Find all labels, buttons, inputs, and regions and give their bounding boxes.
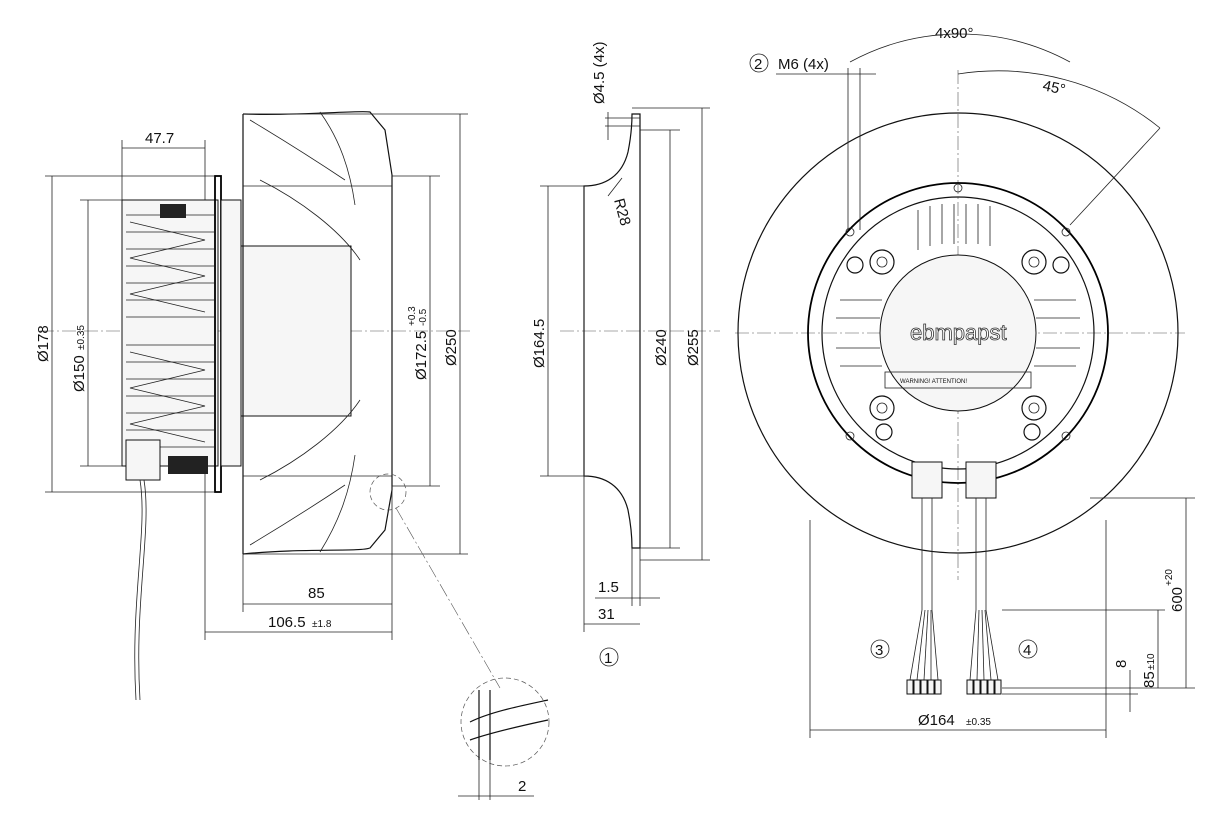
detail-view: 2 <box>458 677 550 800</box>
front-view: ebmpapst WARNING! ATTENTION! <box>735 25 1195 738</box>
callout-3: 3 <box>875 642 883 659</box>
dim-dia-150: Ø150 <box>71 355 88 392</box>
detail-marker <box>369 473 407 511</box>
dim-length-1065: 106.5 <box>268 614 306 631</box>
connector-block <box>168 456 208 474</box>
housing-fins <box>836 204 1080 367</box>
cable-right <box>969 498 999 681</box>
dim-dia-1725-tol-lower: -0.5 <box>418 308 429 326</box>
dim-dia-164: Ø164 <box>918 712 955 729</box>
dim-hole-dia: Ø4.5 (4x) <box>591 41 608 104</box>
dim-strip-85-tol: ±10 <box>1146 653 1157 670</box>
side-cable <box>134 479 143 701</box>
cable-gland <box>125 439 161 481</box>
dim-strip-8: 8 <box>1113 660 1130 668</box>
dim-length-1065-tol: ±1.8 <box>312 619 332 630</box>
dim-thickness: 1.5 <box>598 579 619 596</box>
dim-cable-length: 600 <box>1169 587 1186 612</box>
brand-logo: ebmpapst <box>910 320 1007 345</box>
warning-label: WARNING! ATTENTION! <box>900 379 967 385</box>
dim-length-85: 85 <box>308 585 325 602</box>
dim-dia-1725-tol-upper: +0.3 <box>407 306 418 326</box>
dim-dia-164-tol: ±0.35 <box>966 717 991 728</box>
dim-housing-depth: 47.7 <box>145 130 174 147</box>
dim-dia-240: Ø240 <box>653 329 670 366</box>
dim-detail-gap: 2 <box>518 778 526 795</box>
dim-angle-4x90: 4x90° <box>935 25 974 42</box>
impeller-outer-circle <box>737 112 1179 554</box>
rotor-ring <box>220 199 242 467</box>
impeller-hub <box>240 245 352 417</box>
warning-label-box <box>884 371 1032 389</box>
detail-edge <box>469 699 549 723</box>
callout-circle-4 <box>1018 639 1038 659</box>
dim-dia-178: Ø178 <box>35 325 52 362</box>
dim-angle-45: 45° <box>1041 77 1067 98</box>
dim-radius: R28 <box>610 197 634 228</box>
callout-circle-2 <box>749 53 769 73</box>
motor-housing-circle <box>821 196 1095 470</box>
dim-thread: M6 (4x) <box>778 56 829 73</box>
mounting-bosses <box>845 183 1071 441</box>
motor-flange-circle <box>807 182 1109 484</box>
inlet-ring-view: Ø4.5 (4x) R28 Ø164.5 Ø240 Ø255 1.5 31 1 <box>531 41 720 667</box>
cooling-fins <box>126 214 214 448</box>
cable-gland-left <box>911 461 943 499</box>
callout-4: 4 <box>1023 642 1031 659</box>
cable-ferrules <box>906 679 1002 695</box>
detail-circle <box>460 677 550 767</box>
callout-circle-1 <box>599 647 619 667</box>
callout-2: 2 <box>754 56 762 73</box>
dim-dia-250: Ø250 <box>443 329 460 366</box>
dim-depth: 31 <box>598 606 615 623</box>
dim-strip-85: 85 <box>1141 671 1158 688</box>
cable-gland-right <box>965 461 997 499</box>
dim-cable-length-tol: +20 <box>1164 569 1175 586</box>
dim-arc-4x90 <box>849 33 1071 63</box>
callout-circle-3 <box>870 639 890 659</box>
dim-dia-1725: Ø172.5 <box>413 331 430 380</box>
dim-dia-1645: Ø164.5 <box>531 319 548 368</box>
side-view: 47.7 Ø178 Ø150 ±0.35 Ø172.5 +0.3 -0.5 Ø2… <box>35 110 501 701</box>
housing-label <box>160 204 186 218</box>
detail-leader <box>395 507 501 689</box>
dim-dia-255: Ø255 <box>685 329 702 366</box>
dim-arc-45 <box>957 70 1161 129</box>
callout-1: 1 <box>604 650 612 667</box>
cable-left <box>909 498 939 681</box>
dim-dia-150-tol: ±0.35 <box>76 325 87 350</box>
